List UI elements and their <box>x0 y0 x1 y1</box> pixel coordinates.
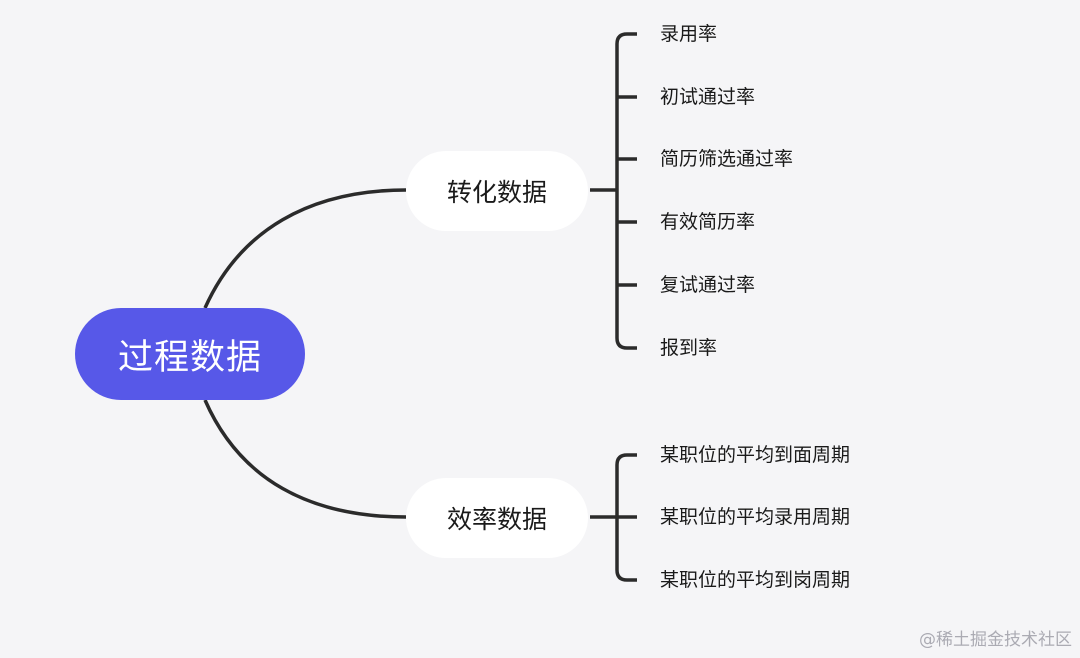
leaf-node[interactable]: 录用率 <box>660 23 718 45</box>
leaf-node[interactable]: 简历筛选通过率 <box>660 148 794 170</box>
bracket-branch-1 <box>615 32 637 350</box>
leaf-node[interactable]: 某职位的平均录用周期 <box>660 506 851 528</box>
root-node[interactable]: 过程数据 <box>75 308 305 400</box>
branch-node-conversion[interactable]: 转化数据 <box>406 151 588 231</box>
leaf-node[interactable]: 某职位的平均到岗周期 <box>660 569 851 591</box>
branch-node-efficiency[interactable]: 效率数据 <box>406 478 588 558</box>
connector-root-to-branch-1 <box>203 188 407 309</box>
root-node-label: 过程数据 <box>117 337 262 378</box>
branch-node-label: 效率数据 <box>446 505 547 534</box>
watermark: @稀土掘金技术社区 <box>919 630 1072 650</box>
branch-node-label: 转化数据 <box>446 178 547 207</box>
leaf-node[interactable]: 报到率 <box>660 337 718 359</box>
leaf-node[interactable]: 某职位的平均到面周期 <box>660 444 851 466</box>
connector-root-to-branch-2 <box>203 399 407 519</box>
leaf-node[interactable]: 复试通过率 <box>660 274 756 296</box>
leaf-node[interactable]: 初试通过率 <box>660 86 756 108</box>
leaf-node[interactable]: 有效简历率 <box>660 211 756 233</box>
